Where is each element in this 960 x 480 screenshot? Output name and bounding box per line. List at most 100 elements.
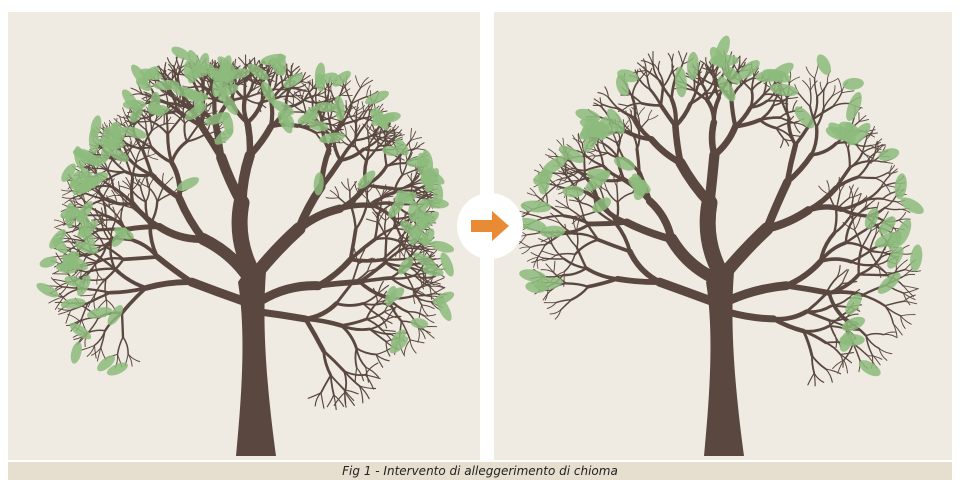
branch [333,394,345,407]
branch [379,188,388,199]
branch [417,327,420,343]
branch [375,353,390,362]
branch [845,313,859,319]
branch [657,60,661,74]
leaf [308,120,329,132]
branch [205,110,218,115]
branch [99,198,111,209]
leaf [314,62,326,86]
branch [673,101,693,129]
branch [386,307,396,320]
branch [357,257,374,265]
branch [146,174,150,187]
branch [131,160,138,180]
branch [708,119,718,159]
branch [358,385,370,400]
leaf [297,111,319,125]
branch [802,80,811,91]
leaf [418,211,439,231]
branch [338,128,347,137]
branch [841,269,849,285]
branch [60,189,73,192]
branch [635,147,641,175]
branch [373,213,380,241]
branch [583,187,595,195]
branch [329,190,340,199]
branch [588,155,596,165]
branch [104,197,118,203]
branch [826,77,839,84]
branch [672,122,684,167]
branch [410,127,412,141]
branch [54,223,66,229]
branch [203,130,217,136]
leaf [413,252,437,269]
branch [307,392,322,399]
branch [334,302,365,307]
branch [118,181,121,197]
branch [784,152,815,185]
branch [358,385,377,390]
branch [857,197,867,205]
branch [593,98,605,106]
branch [244,97,259,105]
branch [578,201,586,221]
branch [815,107,825,129]
leaf [184,88,202,101]
trunk [236,262,276,456]
branch [179,100,193,103]
branch [344,104,350,114]
branch [102,201,118,206]
branch [561,171,579,180]
branch [366,85,371,98]
branch [345,135,357,148]
branch [231,194,260,280]
branch [573,238,600,256]
branch [861,138,867,154]
branch [597,92,609,98]
branch [884,305,894,325]
branch [705,56,709,68]
branch [873,177,887,186]
branch [829,305,849,309]
branch [377,144,392,148]
branch [177,98,183,118]
branch [381,329,396,332]
branch [562,257,588,270]
leaf [400,220,417,236]
branch [361,101,364,113]
branch [581,142,588,157]
branch [870,221,882,232]
branch [823,82,829,94]
branch [864,206,878,209]
branch [823,95,833,109]
branch [156,192,175,203]
branch [277,95,294,99]
branch [79,253,99,263]
leaf [315,102,337,113]
branch [73,247,88,257]
branch [392,127,395,138]
branch [867,355,883,360]
leaf [520,200,552,213]
leaf [842,77,864,90]
branch [360,77,369,89]
branch [54,296,65,310]
branch [902,273,916,278]
leaf [52,237,68,254]
branch [350,87,362,105]
branch [291,93,295,106]
branch [292,104,307,114]
leaf [88,128,99,154]
branch [303,99,320,104]
branch [849,192,862,199]
branch [618,103,629,107]
leaf [534,277,563,291]
branch [631,81,639,98]
branch [867,132,878,137]
branch [374,138,386,149]
branch [93,294,96,310]
branch [568,199,583,204]
branch [536,256,539,269]
branch [106,168,127,173]
